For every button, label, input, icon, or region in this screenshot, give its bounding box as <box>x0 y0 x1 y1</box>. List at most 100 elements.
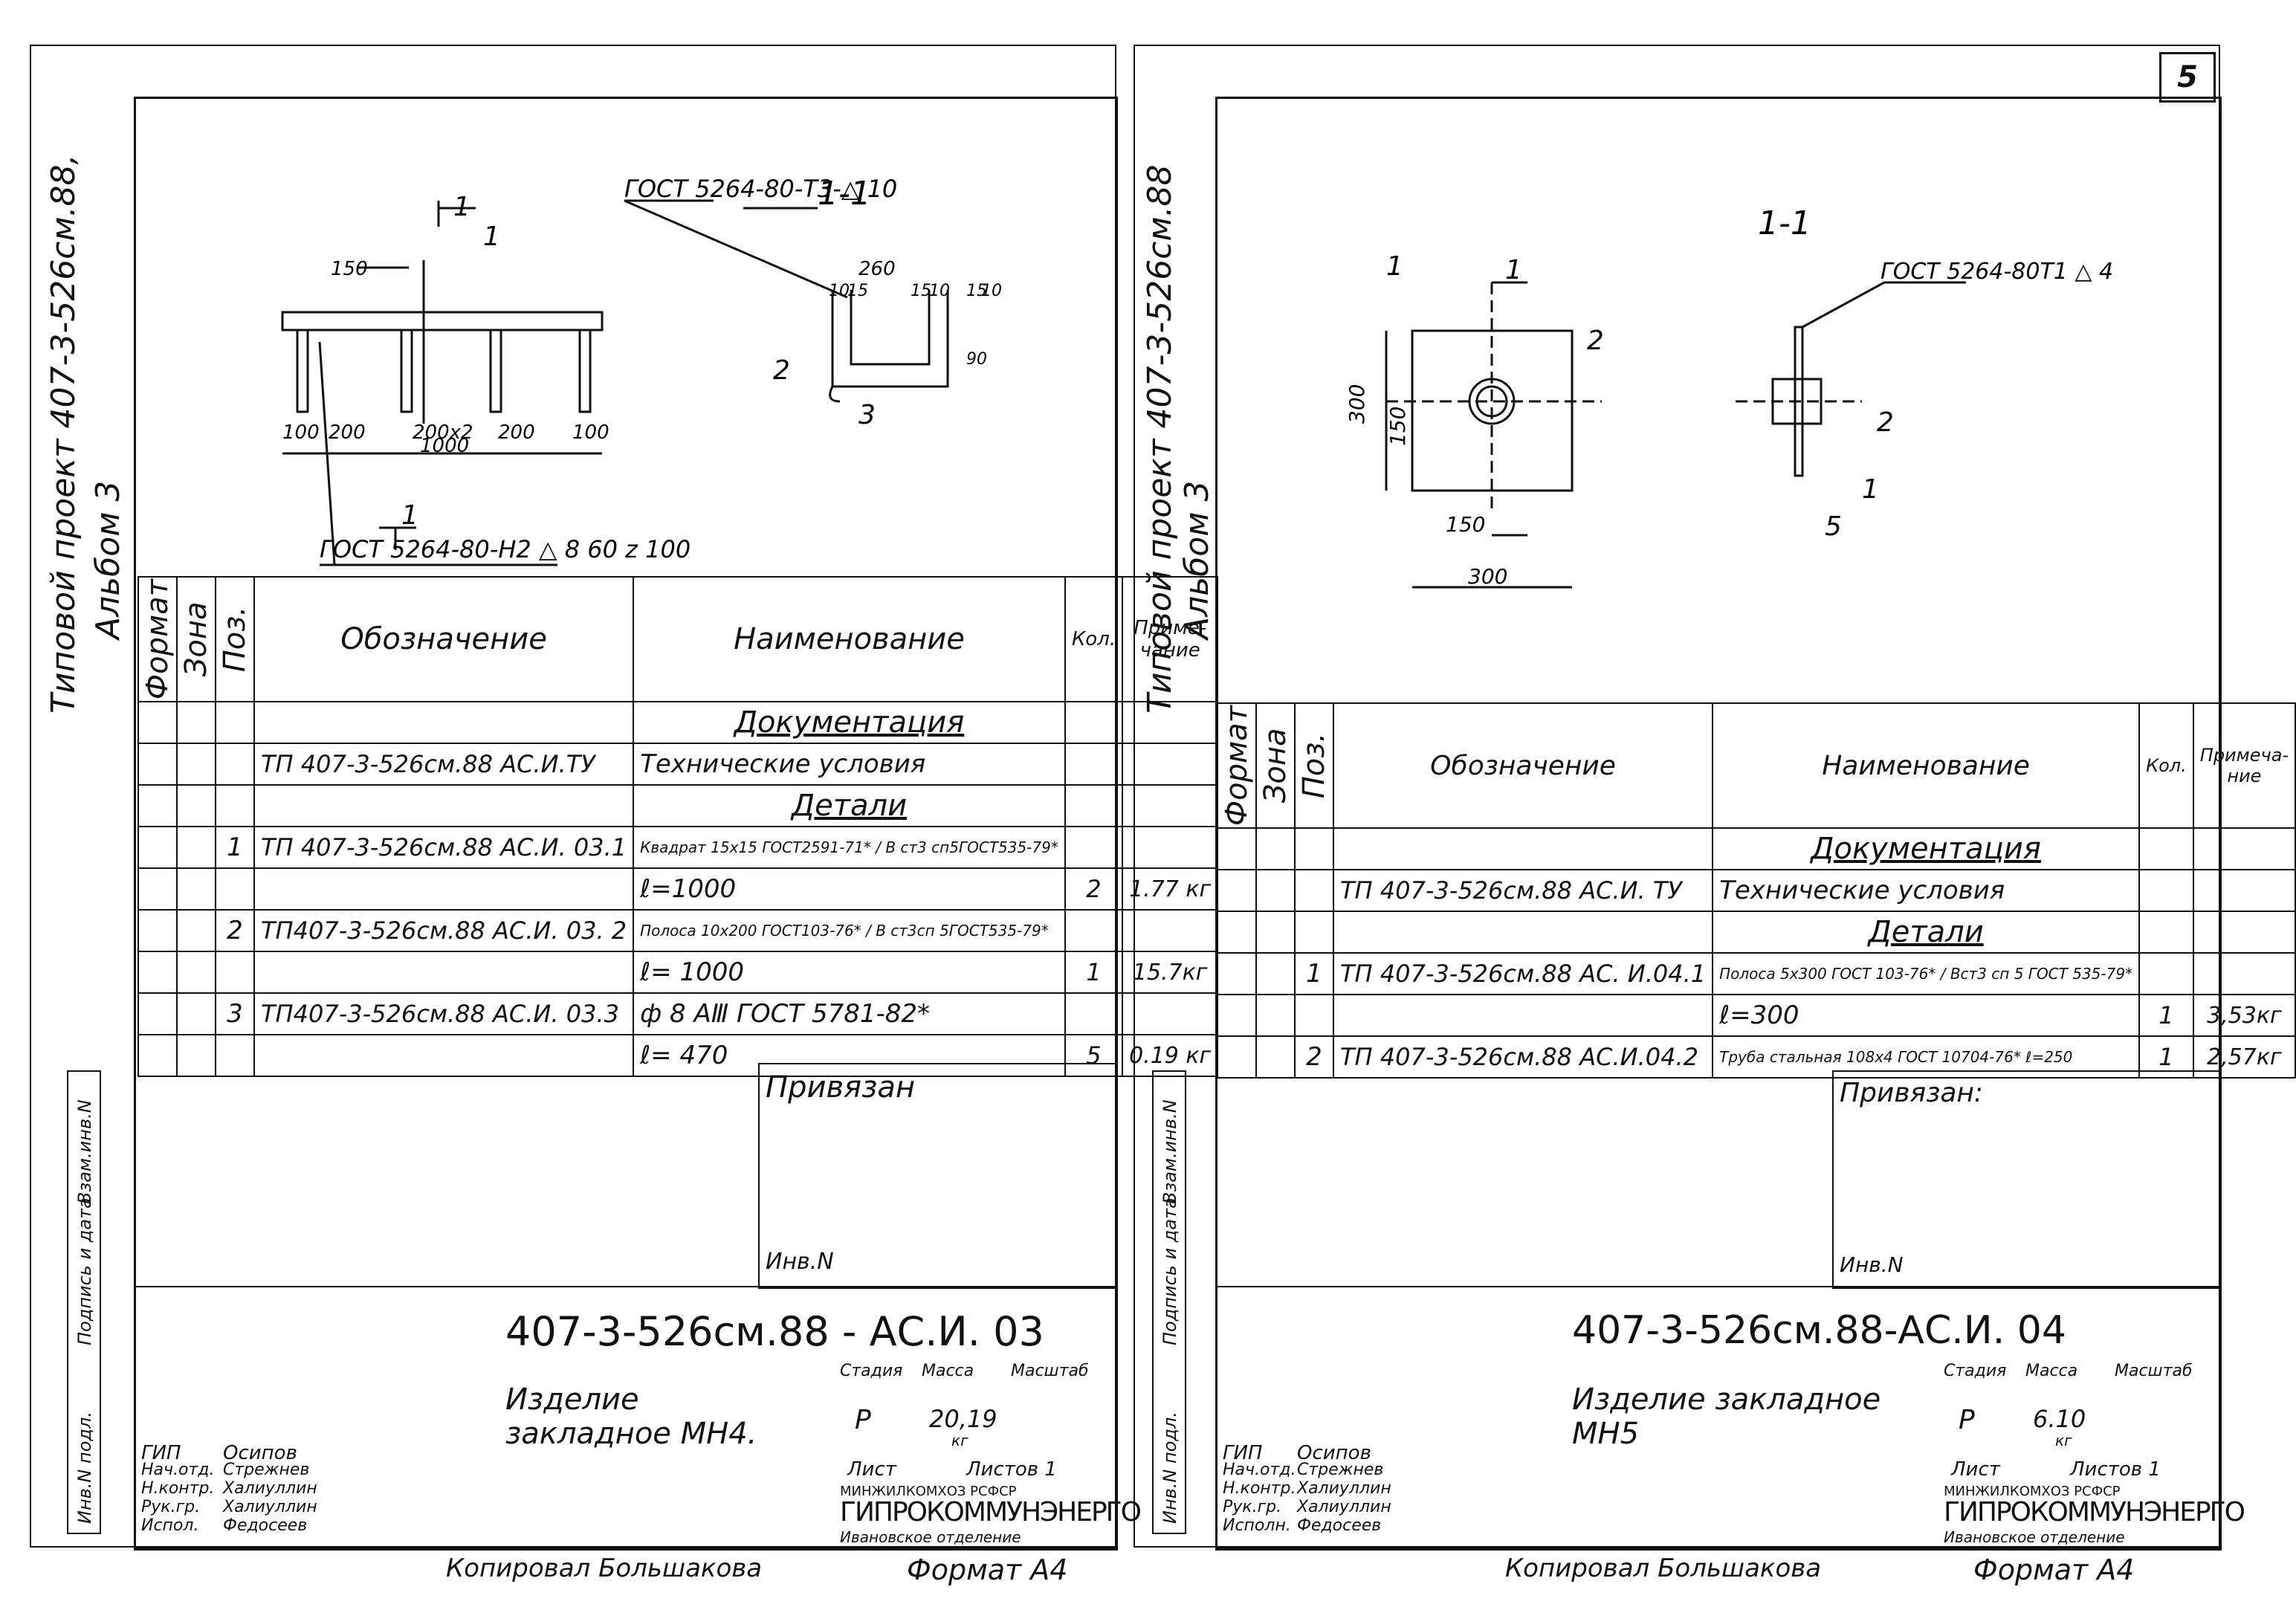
person-name-4: Халиуллин <box>223 1498 317 1516</box>
cell-note: 2,57кг <box>2192 1035 2296 1079</box>
stamp-stage: Р <box>855 1405 871 1435</box>
col-qty: Кол. <box>2138 702 2194 830</box>
cell-pos <box>215 784 255 828</box>
person-role-1: ГИП <box>141 1442 181 1464</box>
inv-label: Инв.N <box>766 1249 834 1275</box>
cell-designation <box>1332 911 1714 954</box>
dim-200a: 200 <box>329 421 366 444</box>
cell-zone <box>176 992 216 1036</box>
inv-label: Инв.N <box>1840 1252 1904 1277</box>
dim-150: 150 <box>331 258 368 280</box>
stamp-code: 407-3-526см.88-АС.И. 04 <box>1572 1308 2066 1353</box>
cell-qty <box>2138 952 2194 996</box>
spec-table: Формат Зона Поз. Обозначение Наименовани… <box>138 575 1219 1078</box>
cell-pos <box>215 701 255 745</box>
title-block <box>134 1286 1116 1549</box>
section-title: Документация <box>1712 827 2141 871</box>
stamp-mass-unit: кг <box>951 1432 968 1449</box>
col-pos: Поз. <box>1295 703 1333 829</box>
cell-name: Полоса 10x200 ГОСТ103-76* / В ст3сп 5ГОС… <box>633 909 1066 953</box>
stamp-sheet: Лист <box>1951 1458 2000 1481</box>
cell-name: Квадрат 15x15 ГОСТ2591-71* / В ст3 сп5ГО… <box>633 826 1066 870</box>
weld-note-bottom: ГОСТ 5264-80-Н2 △ 8 60 z 100 <box>320 535 691 563</box>
cell-zone <box>1255 994 1296 1038</box>
mark-5: 5 <box>1825 511 1842 542</box>
cell-designation <box>1332 827 1714 871</box>
stamp-sheets: Листов 1 <box>2070 1458 2161 1481</box>
stamp-scale-label: Масштаб <box>2115 1362 2193 1380</box>
cell-designation: ТП 407-3-526см.88 АС.И.ТУ <box>253 743 635 786</box>
cell-pos: 2 <box>215 909 255 953</box>
stamp-scale-label: Масштаб <box>1011 1362 1089 1380</box>
cell-zone <box>1255 952 1296 996</box>
col-designation: Обозначение <box>253 575 635 703</box>
side-album: Альбом 3 <box>89 480 127 639</box>
drawing-mn4: ГОСТ 5264-80-Т3-△ 10 ГОСТ 5264-80-Н2 △ 8… <box>281 175 1002 566</box>
cell-note: 1.77 кг <box>1122 867 1219 911</box>
cell-qty <box>1064 784 1124 828</box>
drawing-mn5: 1-1 ГОСТ 5264-80Т1 △ 4 300 150 150 300 1… <box>1345 204 2113 589</box>
section-title: Детали <box>1712 911 2141 954</box>
mark-2: 2 <box>773 355 790 386</box>
person-role-5: Испол. <box>141 1516 199 1535</box>
stamp-title: Изделие закладное МН4. <box>505 1383 757 1451</box>
cell-pos: 3 <box>215 992 255 1036</box>
cell-zone <box>1255 827 1296 871</box>
weld-note: ГОСТ 5264-80Т1 △ 4 <box>1881 259 2113 285</box>
cell-zone <box>176 743 216 786</box>
mark-2a: 2 <box>1587 326 1604 356</box>
cell-format <box>1217 994 1257 1038</box>
cell-zone <box>176 951 216 995</box>
mark-1c: 1 <box>1862 474 1879 505</box>
mark-1c: 1 <box>401 500 418 531</box>
footer-format: Формат А4 <box>907 1553 1068 1586</box>
cell-name: ф 8 АⅢ ГОСТ 5781-82* <box>633 992 1066 1036</box>
col-note: Примеча-ние <box>2192 702 2296 830</box>
dim-90: 90 <box>966 350 987 369</box>
cell-pos <box>215 743 255 786</box>
stamp-title: Изделие закладное МН5 <box>1572 1383 1881 1451</box>
dim-150h: 150 <box>1446 512 1485 537</box>
cell-qty <box>2138 911 2194 954</box>
cell-note <box>2192 869 2296 913</box>
spec-section-row: Документация <box>138 701 1219 745</box>
person-role-2: Нач.отд. <box>141 1461 215 1479</box>
sheet-left: Типовой проект 407-3-526см.88, Альбом 3 <box>30 45 1219 1586</box>
cell-designation: ТП 407-3-526см.88 АС. И.04.1 <box>1332 952 1714 996</box>
stamp-stage: Р <box>1959 1405 1975 1435</box>
col-name: Наименование <box>1712 702 2141 830</box>
cell-zone <box>176 826 216 870</box>
cell-name: ℓ=1000 <box>633 867 1066 911</box>
person-name-4: Халиуллин <box>1297 1498 1391 1516</box>
cell-designation <box>253 1034 635 1078</box>
cell-note: 3,53кг <box>2192 994 2296 1038</box>
person-role-3: Н.контр. <box>141 1479 215 1498</box>
cell-pos <box>215 1034 255 1078</box>
section-title: Детали <box>633 784 1066 828</box>
cell-qty <box>1064 992 1124 1036</box>
cell-zone <box>176 784 216 828</box>
cell-note <box>2192 827 2296 871</box>
col-zone: Зона <box>1256 703 1295 829</box>
col-qty: Кол. <box>1064 575 1124 703</box>
privyazan-box <box>1832 1070 2220 1289</box>
sheet-right: 5 Типовой проект 407-3-526см.88 Альбом 3… <box>1134 45 2296 1586</box>
stamp-stage-label: Стадия <box>840 1362 903 1380</box>
mark-3: 3 <box>858 400 876 430</box>
cell-format <box>138 1034 178 1078</box>
cell-qty: 2 <box>1064 867 1124 911</box>
cell-note <box>1122 784 1219 828</box>
stamp-mass-label: Масса <box>922 1362 974 1380</box>
stamp-org3: Ивановское отделение <box>1944 1528 2125 1546</box>
col-pos: Поз. <box>216 577 254 702</box>
cell-note: 15.7кг <box>1122 951 1219 995</box>
cell-note <box>2192 952 2296 996</box>
footer-copy: Копировал Большакова <box>1505 1553 1822 1583</box>
cell-pos <box>1294 994 1334 1038</box>
